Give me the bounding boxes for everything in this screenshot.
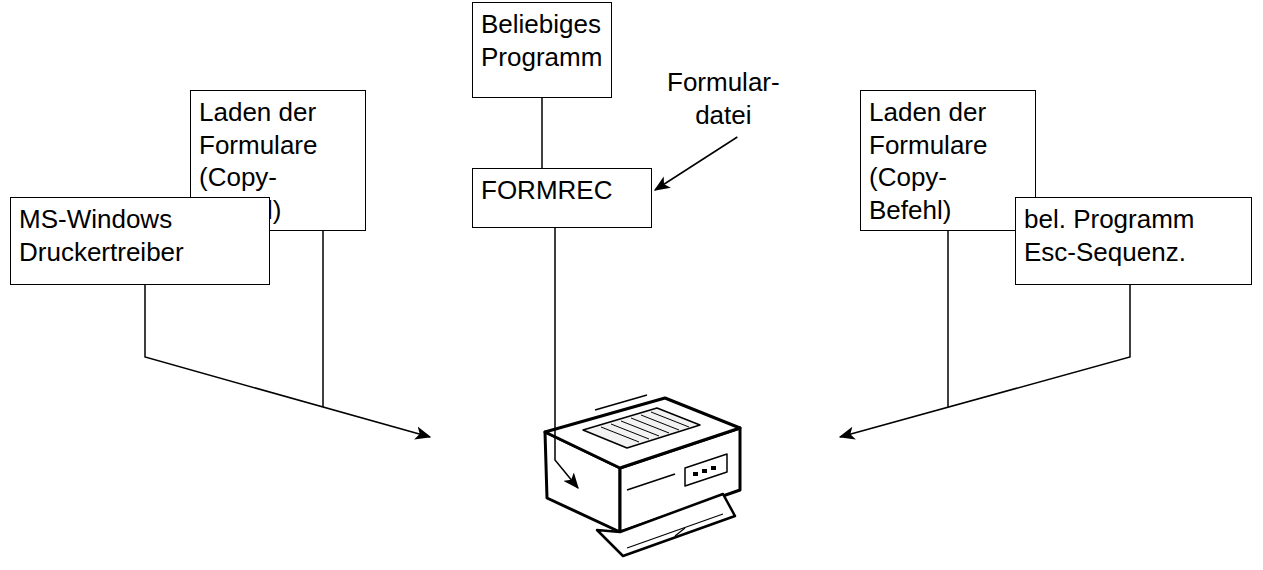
- panel-button: [702, 469, 707, 473]
- text-box: Beliebiges Programm: [472, 2, 612, 98]
- box-text: FORMREC: [481, 174, 643, 207]
- paper-slots: [601, 412, 689, 442]
- feed-line: [840, 285, 1130, 437]
- paper-tray: [597, 494, 735, 556]
- box-text: bel. Programm Esc-Sequenz.: [1024, 203, 1243, 268]
- panel-button: [693, 472, 698, 476]
- leader-line: [655, 137, 737, 190]
- tray-mark: [675, 528, 685, 536]
- connector-layer: [542, 98, 543, 168]
- box-text: MS-Windows Druckertreiber: [19, 203, 261, 268]
- output-tray: [583, 408, 700, 448]
- printer-top: [545, 398, 740, 468]
- file-label: Formular- datei: [665, 66, 782, 131]
- feed-line: [145, 285, 430, 437]
- panel-button: [711, 466, 716, 470]
- tray-edge: [627, 514, 723, 548]
- box-text: Laden der Formulare (Copy-Befehl): [869, 96, 1027, 226]
- feed-line: [947, 231, 949, 407]
- printer-illustration: [545, 395, 740, 556]
- text-box: MS-Windows Druckertreiber: [10, 197, 270, 285]
- connector-line: [541, 98, 543, 168]
- feed-line: [322, 231, 324, 407]
- top-edge: [595, 395, 647, 410]
- feed-line: [555, 228, 578, 488]
- box-text: Beliebiges Programm: [481, 8, 603, 73]
- control-panel: [685, 454, 727, 486]
- text-box: Laden der Formulare (Copy-Befehl): [860, 90, 1036, 231]
- front-slot: [627, 474, 675, 490]
- text-box: FORMREC: [472, 168, 652, 228]
- text-box: bel. Programm Esc-Sequenz.: [1015, 197, 1252, 285]
